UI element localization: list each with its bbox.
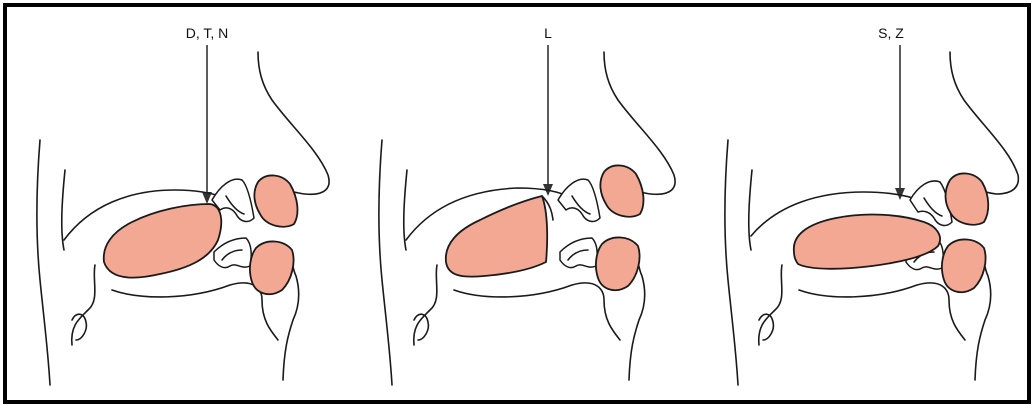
panel-label-sz: S, Z	[878, 25, 904, 41]
panel-label-l: L	[544, 25, 552, 41]
tongue	[104, 204, 222, 278]
panel-l: L	[379, 25, 675, 385]
jaw-line	[799, 283, 965, 340]
panel-label-dtn: D, T, N	[186, 25, 229, 41]
upper-teeth	[558, 179, 600, 221]
lower-teeth	[560, 238, 597, 268]
lower-lip	[596, 237, 640, 290]
epiglottis	[414, 265, 437, 345]
panel-dtn: D, T, N	[37, 25, 329, 385]
lower-lip	[942, 239, 986, 292]
face-profile	[604, 52, 675, 380]
panel-sz: S, Z	[725, 25, 1018, 385]
upper-lip	[254, 175, 297, 226]
pharynx-wall	[725, 140, 738, 385]
pharynx-wall	[379, 140, 392, 385]
tongue	[446, 196, 547, 277]
epiglottis	[759, 265, 782, 345]
soft-palate	[749, 170, 752, 250]
jaw-line	[454, 283, 620, 340]
pharynx-wall	[37, 140, 50, 385]
lower-teeth	[214, 238, 251, 268]
upper-lip	[600, 165, 643, 216]
jaw-line	[112, 283, 278, 340]
epiglottis	[72, 265, 95, 345]
lower-lip	[250, 241, 294, 294]
